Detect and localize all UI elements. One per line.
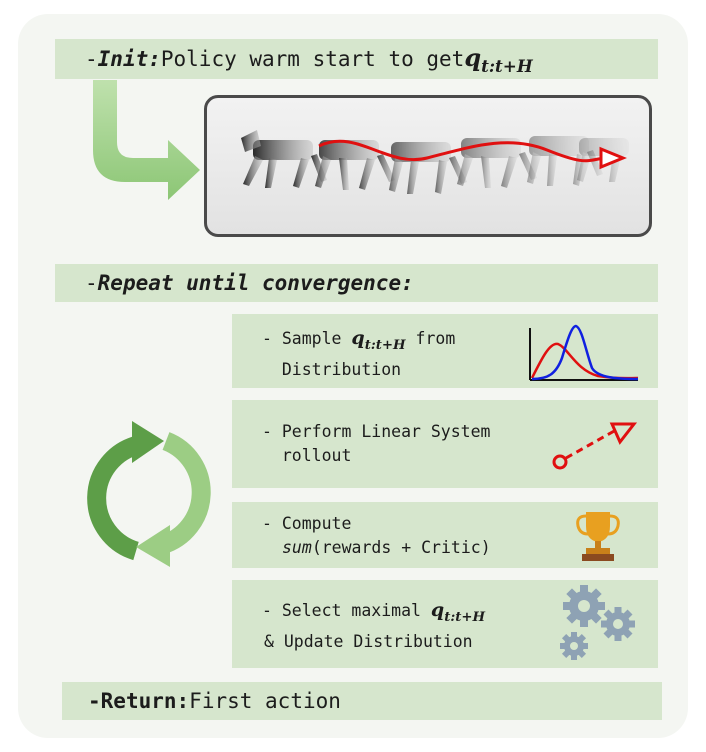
sample-step-box: - Sample qt:t+H from Distribution bbox=[232, 314, 658, 388]
init-label: Init: bbox=[97, 47, 161, 71]
return-step-bar: - Return: First action bbox=[62, 682, 662, 720]
init-variable: qt:t+H bbox=[464, 42, 533, 76]
compute-step-box: - Compute sum(rewards + Critic) bbox=[232, 502, 658, 568]
return-dash: - bbox=[88, 689, 101, 713]
repeat-step-bar: - Repeat until convergence: bbox=[55, 264, 658, 302]
return-text: First action bbox=[189, 689, 341, 713]
rollout-arrow-icon bbox=[552, 422, 638, 470]
repeat-dash: - bbox=[85, 271, 98, 295]
warm-start-arrow-icon bbox=[93, 80, 200, 200]
gears-icon bbox=[560, 585, 635, 660]
robot-trajectory-image bbox=[204, 95, 652, 237]
init-dash: - bbox=[85, 47, 98, 71]
trophy-icon bbox=[576, 512, 620, 561]
sample-step-text: - Sample qt:t+H from Distribution bbox=[262, 327, 456, 379]
repeat-label: Repeat until convergence: bbox=[97, 271, 414, 295]
select-step-text: - Select maximal qt:t+H & Update Distrib… bbox=[262, 599, 486, 651]
return-label: Return: bbox=[100, 689, 190, 713]
distribution-curves-icon bbox=[529, 324, 639, 381]
rollout-step-box: - Perform Linear System rollout bbox=[232, 400, 658, 488]
init-step-bar: - Init: Policy warm start to get qt:t+H bbox=[55, 39, 658, 79]
select-step-box: - Select maximal qt:t+H & Update Distrib… bbox=[232, 580, 658, 668]
rollout-step-text: - Perform Linear System rollout bbox=[262, 422, 491, 465]
init-text: Policy warm start to get bbox=[160, 47, 465, 71]
compute-step-text: - Compute sum(rewards + Critic) bbox=[262, 514, 491, 557]
repeat-cycle-icon bbox=[87, 421, 211, 567]
